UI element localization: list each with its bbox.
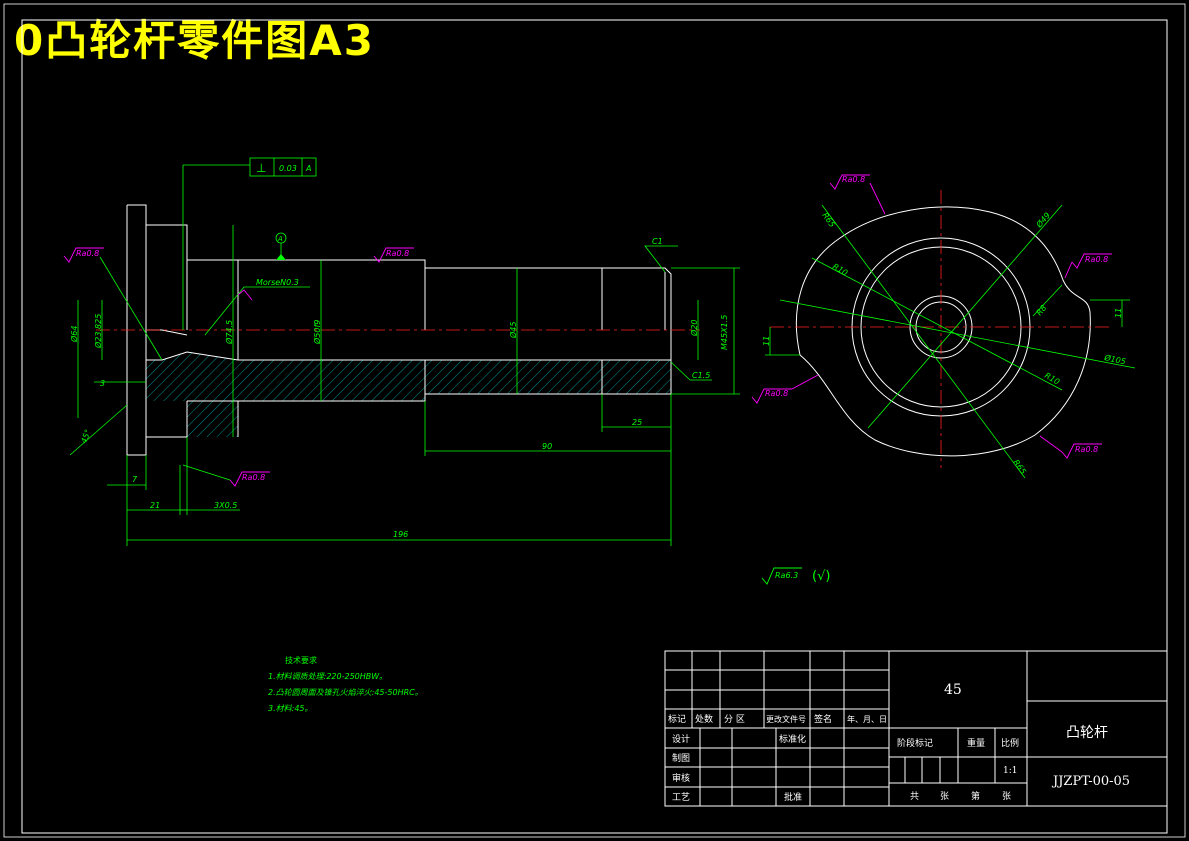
tb-material: 45 — [944, 682, 962, 698]
tb-stage: 阶段标记 — [897, 737, 933, 749]
dim-m45: M45X1.5 — [720, 315, 729, 350]
tb-ratio: 比例 — [1001, 737, 1019, 749]
ra-cam-left: Ra0.8 — [765, 389, 788, 398]
title-block: 45 凸轮杆 JJZPT-00-05 1:1 标记 处数 分 区 更改文件号 签… — [664, 650, 1168, 807]
datum-a-label: A — [277, 235, 283, 243]
dim-d23825: Ø23.825 — [93, 314, 103, 349]
dim-21: 21 — [150, 501, 160, 510]
tech-line3: 3.材料:45。 — [268, 704, 313, 713]
tb-page: 第 — [971, 790, 980, 802]
tech-line1: 1.材料调质处理:220-250HBW。 — [268, 672, 387, 681]
dim-196: 196 — [393, 530, 408, 539]
roughness-marks-cam: Ra0.8 Ra0.8 Ra0.8 Ra0.8 — [751, 174, 1112, 459]
ra-other: (√) — [812, 569, 830, 584]
dim-90: 90 — [542, 442, 552, 451]
tb-approve: 批准 — [784, 791, 802, 803]
tolerance-symbol: ⊥ — [256, 161, 266, 175]
tb-col-docno: 更改文件号 — [766, 714, 806, 724]
dim-r65a: R65 — [820, 211, 836, 229]
ra-bottom: Ra0.8 — [242, 473, 265, 482]
roughness-marks-shaft: Ra0.8 Ra0.8 Ra0.8 — [63, 247, 414, 487]
tb-drafting: 制图 — [672, 752, 690, 764]
tech-heading: 技术要求 — [285, 655, 317, 665]
tb-total: 共 — [910, 791, 919, 802]
general-roughness: Ra6.3 (√) — [761, 567, 830, 585]
tolerance-frame — [249, 157, 317, 177]
ra-general: Ra6.3 — [775, 571, 798, 580]
ra-cam-bottom: Ra0.8 — [1075, 445, 1098, 454]
tb-design: 设计 — [672, 733, 690, 745]
dim-7: 7 — [132, 475, 138, 484]
section-hatch — [146, 352, 671, 437]
ra-cam-right: Ra0.8 — [1085, 255, 1108, 264]
ra-cam-top: Ra0.8 — [842, 175, 865, 184]
dim-c15: C1.5 — [692, 371, 710, 380]
dim-r65b: R65 — [1011, 458, 1027, 476]
dim-11a: 11 — [1114, 308, 1123, 318]
tb-drawing-no: JJZPT-00-05 — [1051, 774, 1130, 789]
tb-scale: 1:1 — [1003, 766, 1017, 776]
tolerance-value: 0.03 — [279, 164, 297, 173]
tb-col-zone: 分 区 — [724, 714, 745, 725]
ra-left: Ra0.8 — [76, 249, 99, 258]
tb-col-count: 处数 — [695, 713, 713, 725]
dim-d20: Ø20 — [689, 320, 699, 337]
dim-45deg: 45° — [79, 428, 92, 444]
dim-r10a: R10 — [831, 262, 849, 278]
dim-d64: Ø64 — [69, 326, 79, 343]
cam-profile — [795, 206, 1091, 457]
shaft-dimensions: 196 90 25 21 3X0.5 7 3 Ø64 Ø23.825 45° Ø… — [69, 157, 740, 546]
dim-r10b: R10 — [1043, 371, 1061, 387]
tb-part-name: 凸轮杆 — [1066, 725, 1108, 741]
dim-d50f9: Ø50f9 — [312, 320, 322, 345]
inner-frame — [21, 19, 1168, 834]
tb-weight: 重量 — [967, 737, 985, 749]
cam-dimensions: R65 R65 R10 R10 Ø49 Ø105 R8 11 11 — [762, 204, 1136, 479]
cam-end-view — [770, 190, 1110, 468]
tb-col-mark: 标记 — [668, 713, 686, 725]
tech-line2: 2.凸轮圆周面及锥孔火焰淬火:45-50HRC。 — [268, 688, 423, 697]
ra-top: Ra0.8 — [386, 249, 409, 258]
tb-process: 工艺 — [672, 792, 690, 803]
tolerance-datum: A — [305, 164, 311, 173]
dim-c1: C1 — [652, 237, 663, 246]
drawing-title: 0凸轮杆零件图A3 — [14, 16, 375, 65]
tb-sheet2: 张 — [1002, 791, 1011, 802]
tb-review: 审核 — [672, 772, 690, 784]
dim-d105: Ø105 — [1103, 352, 1127, 366]
tb-standard: 标准化 — [779, 733, 806, 745]
dim-11b: 11 — [762, 336, 771, 346]
tb-col-date: 年、月、日 — [847, 714, 887, 724]
dim-morse: MorseN0.3 — [256, 278, 299, 287]
outer-frame — [3, 3, 1186, 838]
dim-3: 3 — [100, 379, 105, 388]
shaft-section-view — [96, 204, 700, 456]
dim-d45: Ø45 — [508, 322, 518, 339]
dim-25: 25 — [632, 418, 642, 427]
dim-d745: Ø74.5 — [224, 320, 234, 345]
tb-sheets: 张 — [940, 791, 949, 802]
dim-r8: R8 — [1035, 303, 1049, 317]
tb-col-sign: 签名 — [814, 713, 832, 725]
dim-3x05: 3X0.5 — [214, 501, 237, 510]
tech-requirements: 技术要求 1.材料调质处理:220-250HBW。 2.凸轮圆周面及锥孔火焰淬火… — [268, 655, 423, 713]
